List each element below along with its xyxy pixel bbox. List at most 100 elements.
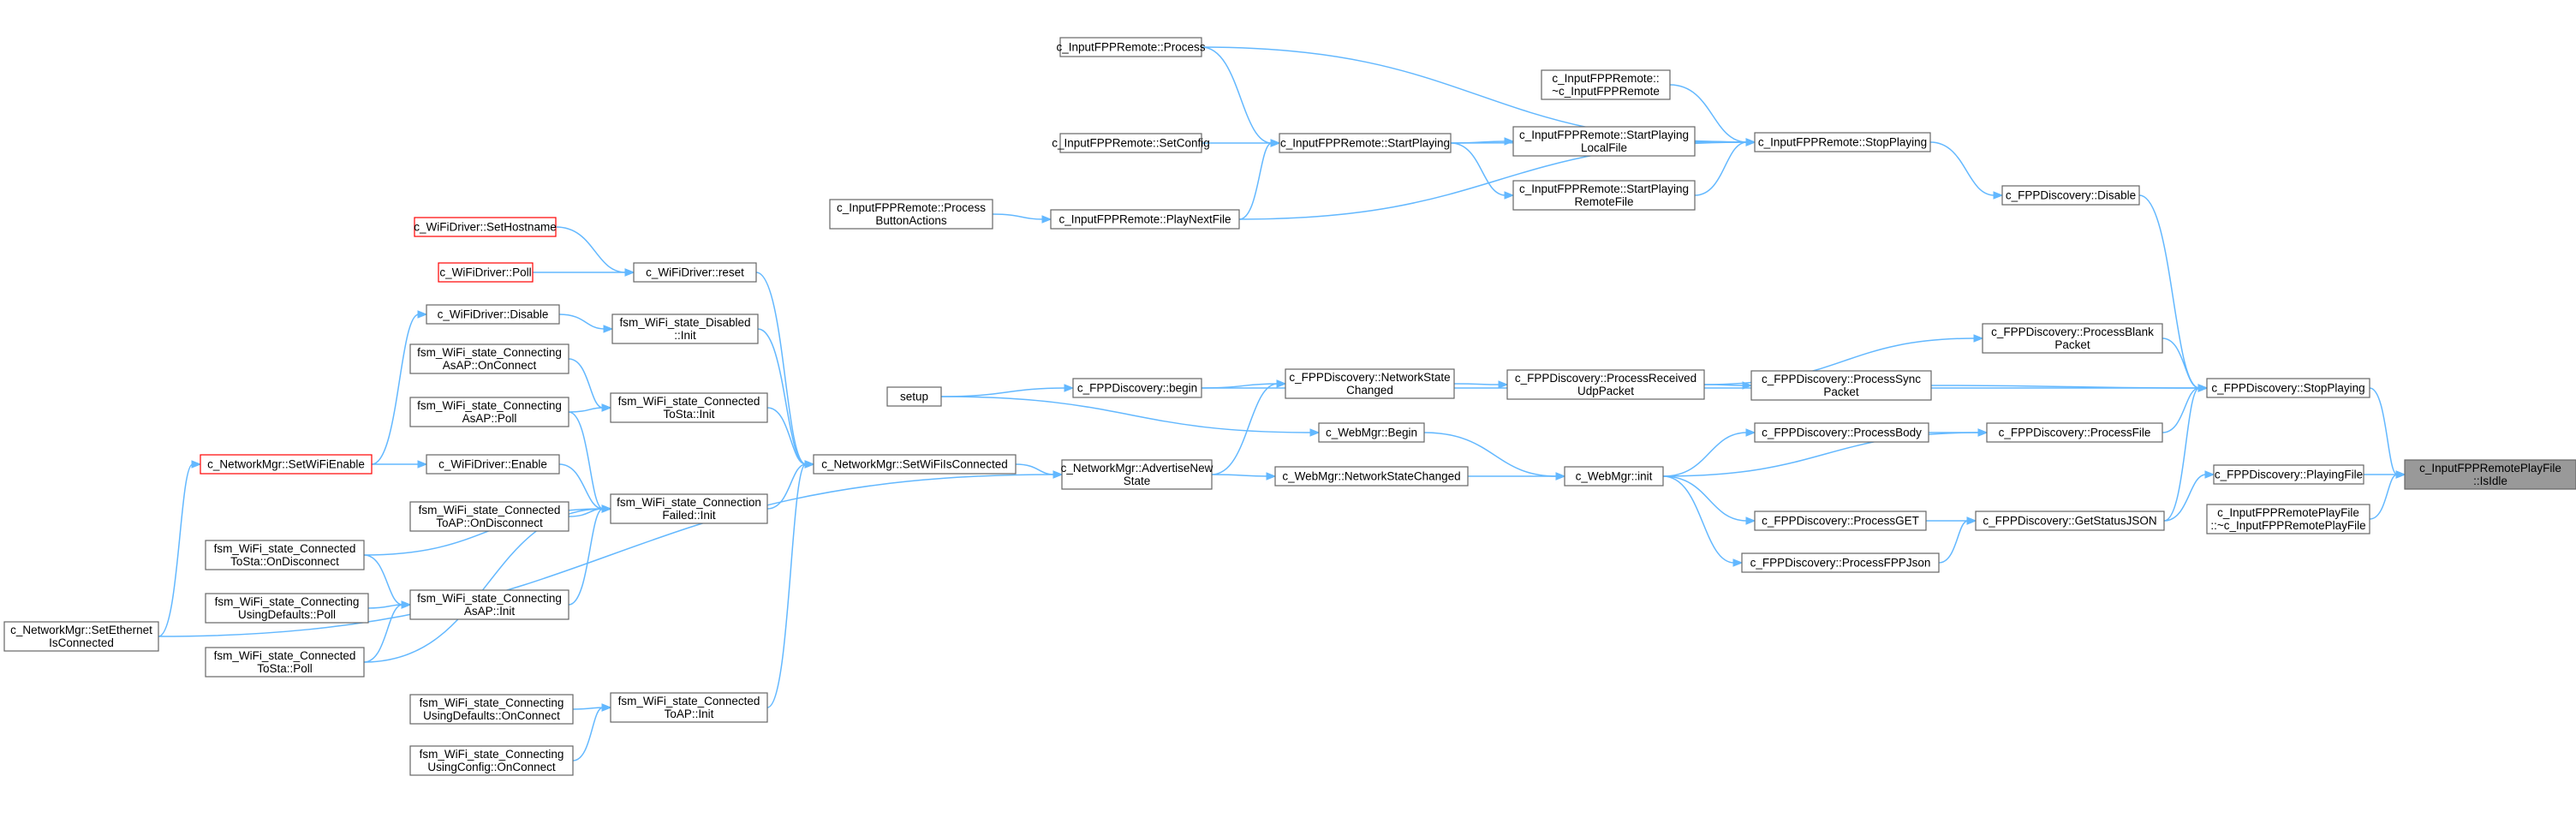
- node-box[interactable]: [633, 262, 757, 283]
- node-playnext[interactable]: c_InputFPPRemote::PlayNextFile: [1050, 209, 1240, 230]
- node-dtor_remote[interactable]: c_InputFPPRemote::~c_InputFPPRemote: [1541, 69, 1671, 100]
- node-processget[interactable]: c_FPPDiscovery::ProcessGET: [1754, 511, 1927, 531]
- node-box[interactable]: [1279, 133, 1452, 153]
- node-connected_ap_ondisc[interactable]: fsm_WiFi_state_ConnectedToAP::OnDisconne…: [409, 501, 569, 532]
- node-box[interactable]: [414, 217, 557, 237]
- node-dtor_playfile[interactable]: c_InputFPPRemotePlayFile::~c_InputFPPRem…: [2206, 504, 2370, 534]
- node-box[interactable]: [2206, 378, 2370, 398]
- node-box[interactable]: [426, 454, 560, 475]
- node-startplaying[interactable]: c_InputFPPRemote::StartPlaying: [1279, 133, 1452, 153]
- node-box[interactable]: [409, 589, 569, 620]
- node-wifienable[interactable]: c_WiFiDriver::Enable: [426, 454, 560, 475]
- node-box[interactable]: [3, 621, 159, 652]
- node-box[interactable]: [426, 304, 560, 325]
- node-disabled_init[interactable]: fsm_WiFi_state_Disabled::Init: [611, 313, 759, 344]
- node-box[interactable]: [610, 692, 768, 723]
- node-box[interactable]: [1986, 422, 2163, 443]
- node-box[interactable]: [1512, 126, 1696, 157]
- node-setwifi[interactable]: c_NetworkMgr::SetWiFiIsConnected: [813, 454, 1017, 475]
- node-box[interactable]: [2001, 185, 2140, 206]
- node-box[interactable]: [1754, 132, 1931, 152]
- node-setconfig[interactable]: c_InputFPPRemote::SetConfig: [1052, 133, 1210, 153]
- node-box[interactable]: [1059, 133, 1202, 153]
- node-box[interactable]: [1754, 511, 1927, 531]
- node-box[interactable]: [409, 397, 569, 427]
- node-sethostname[interactable]: c_WiFiDriver::SetHostname: [414, 217, 557, 237]
- node-box[interactable]: [205, 540, 365, 570]
- node-processfppjson[interactable]: c_FPPDiscovery::ProcessFPPJson: [1741, 552, 1940, 573]
- node-box[interactable]: [409, 501, 569, 532]
- node-box[interactable]: [1541, 69, 1671, 100]
- node-box[interactable]: [1512, 180, 1696, 211]
- node-box[interactable]: [438, 262, 534, 283]
- node-processfile[interactable]: c_FPPDiscovery::ProcessFile: [1986, 422, 2163, 443]
- node-conn_def_poll[interactable]: fsm_WiFi_state_ConnectingUsingDefaults::…: [205, 593, 369, 624]
- node-disc_begin[interactable]: c_FPPDiscovery::begin: [1072, 378, 1202, 398]
- node-box[interactable]: [2206, 504, 2370, 534]
- node-box[interactable]: [1061, 459, 1213, 490]
- node-setwifienable[interactable]: c_NetworkMgr::SetWiFiEnable: [200, 454, 373, 475]
- node-setup[interactable]: setup: [886, 386, 942, 407]
- node-box[interactable]: [610, 493, 768, 524]
- node-conn_def_onconnect[interactable]: fsm_WiFi_state_ConnectingUsingDefaults::…: [409, 694, 574, 725]
- node-box[interactable]: [1982, 323, 2163, 354]
- node-box[interactable]: [200, 454, 373, 475]
- node-conn_cfg_onconnect[interactable]: fsm_WiFi_state_ConnectingUsingConfig::On…: [409, 745, 574, 776]
- node-wifidisable[interactable]: c_WiFiDriver::Disable: [426, 304, 560, 325]
- node-wifipoll[interactable]: c_WiFiDriver::Poll: [438, 262, 534, 283]
- node-box[interactable]: [611, 313, 759, 344]
- node-box[interactable]: [1564, 466, 1664, 487]
- node-box[interactable]: [2404, 459, 2576, 490]
- node-box[interactable]: [1750, 370, 1932, 401]
- node-box[interactable]: [813, 454, 1017, 475]
- node-box[interactable]: [1059, 37, 1202, 57]
- node-isidle[interactable]: c_InputFPPRemotePlayFile::IsIdle: [2404, 459, 2576, 490]
- node-box[interactable]: [409, 694, 574, 725]
- node-playingfile[interactable]: c_FPPDiscovery::PlayingFile: [2213, 464, 2364, 485]
- node-wifireset[interactable]: c_WiFiDriver::reset: [633, 262, 757, 283]
- node-stopplaying_remote[interactable]: c_InputFPPRemote::StopPlaying: [1754, 132, 1931, 152]
- node-box[interactable]: [1741, 552, 1940, 573]
- node-box[interactable]: [1506, 369, 1705, 400]
- node-box[interactable]: [409, 745, 574, 776]
- node-box[interactable]: [1754, 422, 1929, 443]
- node-box[interactable]: [1975, 511, 2165, 531]
- node-stopplaying_disc[interactable]: c_FPPDiscovery::StopPlaying: [2206, 378, 2370, 398]
- node-box[interactable]: [1072, 378, 1202, 398]
- node-box[interactable]: [205, 593, 369, 624]
- node-webbegin[interactable]: c_WebMgr::Begin: [1318, 422, 1425, 443]
- node-netstate[interactable]: c_FPPDiscovery::NetworkStateChanged: [1285, 368, 1455, 399]
- node-processbody[interactable]: c_FPPDiscovery::ProcessBody: [1754, 422, 1929, 443]
- node-box[interactable]: [886, 386, 942, 407]
- node-process_remote[interactable]: c_InputFPPRemote::Process: [1056, 37, 1206, 57]
- node-box[interactable]: [610, 392, 768, 423]
- node-box[interactable]: [1285, 368, 1455, 399]
- node-box[interactable]: [1318, 422, 1425, 443]
- node-box[interactable]: [409, 343, 569, 374]
- node-box[interactable]: [205, 647, 365, 678]
- node-connected_sta_ondisc[interactable]: fsm_WiFi_state_ConnectedToSta::OnDisconn…: [205, 540, 365, 570]
- node-webnetstate[interactable]: c_WebMgr::NetworkStateChanged: [1274, 466, 1469, 487]
- node-box[interactable]: [1050, 209, 1240, 230]
- node-webinit[interactable]: c_WebMgr::init: [1564, 466, 1664, 487]
- node-box[interactable]: [2213, 464, 2364, 485]
- node-box[interactable]: [829, 199, 993, 230]
- node-box[interactable]: [1274, 466, 1469, 487]
- node-getstatus[interactable]: c_FPPDiscovery::GetStatusJSON: [1975, 511, 2165, 531]
- node-disable_disc[interactable]: c_FPPDiscovery::Disable: [2001, 185, 2140, 206]
